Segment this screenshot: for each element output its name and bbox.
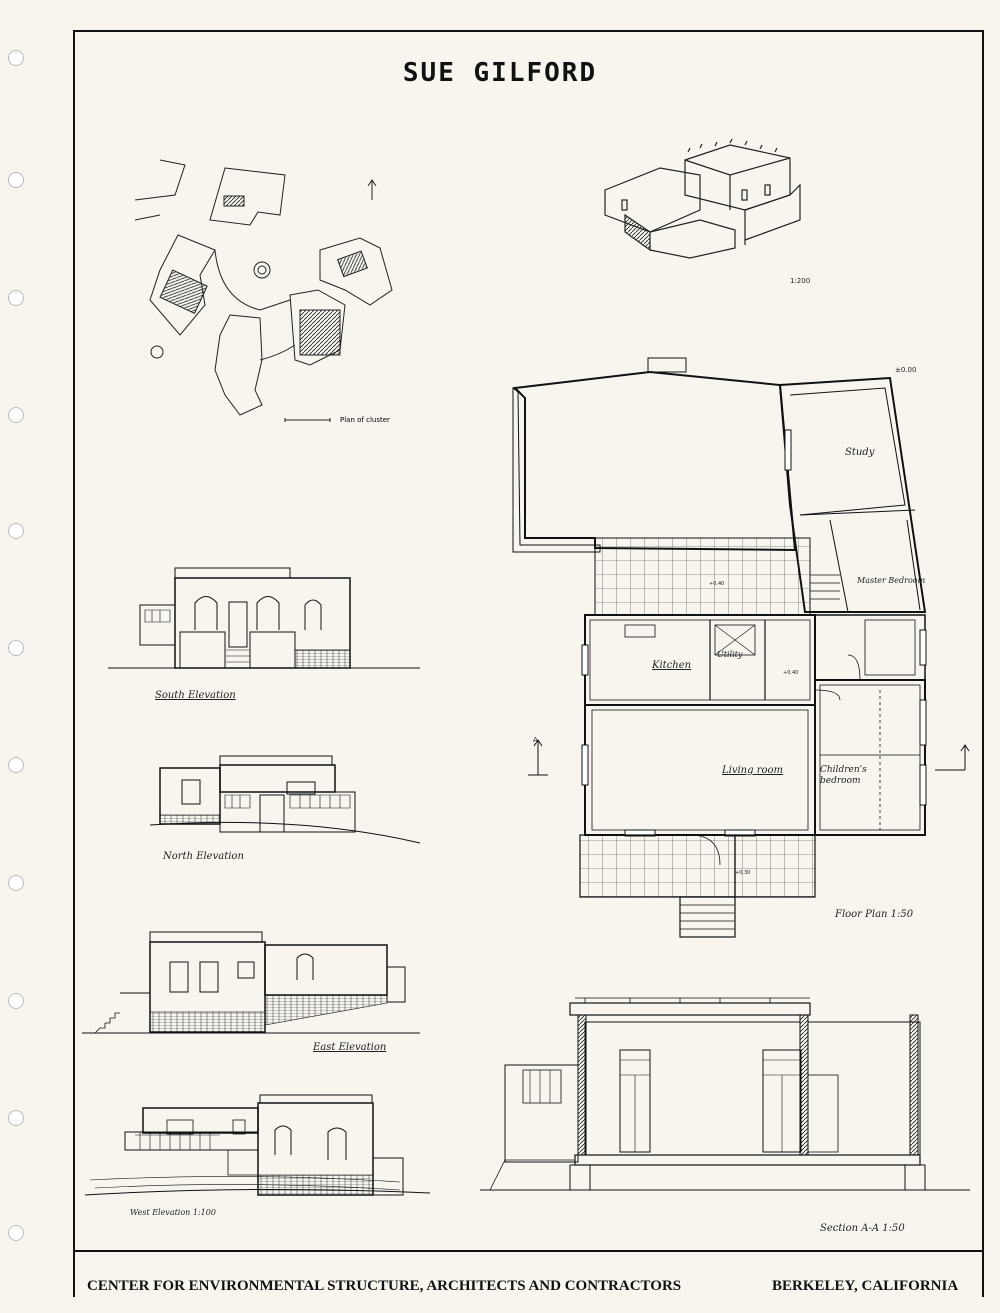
utility-label: Utility — [717, 650, 743, 659]
north-elevation — [149, 755, 421, 844]
binder-hole — [8, 50, 24, 66]
study-label: Study — [845, 447, 875, 458]
south-elevation — [108, 567, 420, 669]
binder-hole — [8, 875, 24, 891]
binder-hole — [8, 757, 24, 773]
floor-plan-caption: Floor Plan 1:50 — [835, 909, 914, 920]
sheet-title: SUE GILFORD — [402, 58, 598, 88]
axonometric-view — [604, 138, 801, 259]
section-mark-left: A — [533, 736, 538, 744]
sheet-border — [73, 30, 984, 1297]
level-mark: ±0.00 — [895, 366, 916, 374]
east-elevation-caption: East Elevation — [313, 1042, 387, 1053]
footer-firm: CENTER FOR ENVIRONMENTAL STRUCTURE, ARCH… — [87, 1278, 682, 1294]
binder-hole — [8, 1225, 24, 1241]
binder-hole — [8, 523, 24, 539]
east-elevation — [82, 931, 420, 1034]
footer-location: BERKELEY, CALIFORNIA — [772, 1278, 959, 1294]
cluster-caption: Plan of cluster — [340, 416, 390, 424]
level-terrace: +0.40 — [709, 581, 724, 587]
binder-hole — [8, 1110, 24, 1126]
south-elevation-caption: South Elevation — [155, 690, 236, 701]
axon-scale: 1:200 — [790, 277, 810, 285]
binder-hole — [8, 172, 24, 188]
west-elevation-caption: West Elevation 1:100 — [130, 1208, 216, 1217]
footer-rule — [73, 1250, 982, 1252]
binder-hole — [8, 290, 24, 306]
west-elevation — [84, 1094, 431, 1196]
childrens-bedroom-label: Children's bedroom — [820, 765, 867, 786]
level-kitchen: +0.40 — [783, 670, 798, 676]
section-aa — [480, 997, 970, 1191]
binder-hole — [8, 993, 24, 1009]
master-bedroom-label: Master Bedroom — [857, 576, 926, 585]
binder-hole — [8, 640, 24, 656]
north-elevation-caption: North Elevation — [163, 851, 244, 862]
cluster-plan — [134, 159, 393, 422]
living-room-label: Living room — [722, 765, 784, 776]
section-caption: Section A-A 1:50 — [820, 1223, 905, 1234]
level-porch: +0.30 — [735, 870, 750, 876]
floor-plan — [512, 357, 970, 938]
binder-hole — [8, 407, 24, 423]
kitchen-label: Kitchen — [652, 660, 692, 671]
